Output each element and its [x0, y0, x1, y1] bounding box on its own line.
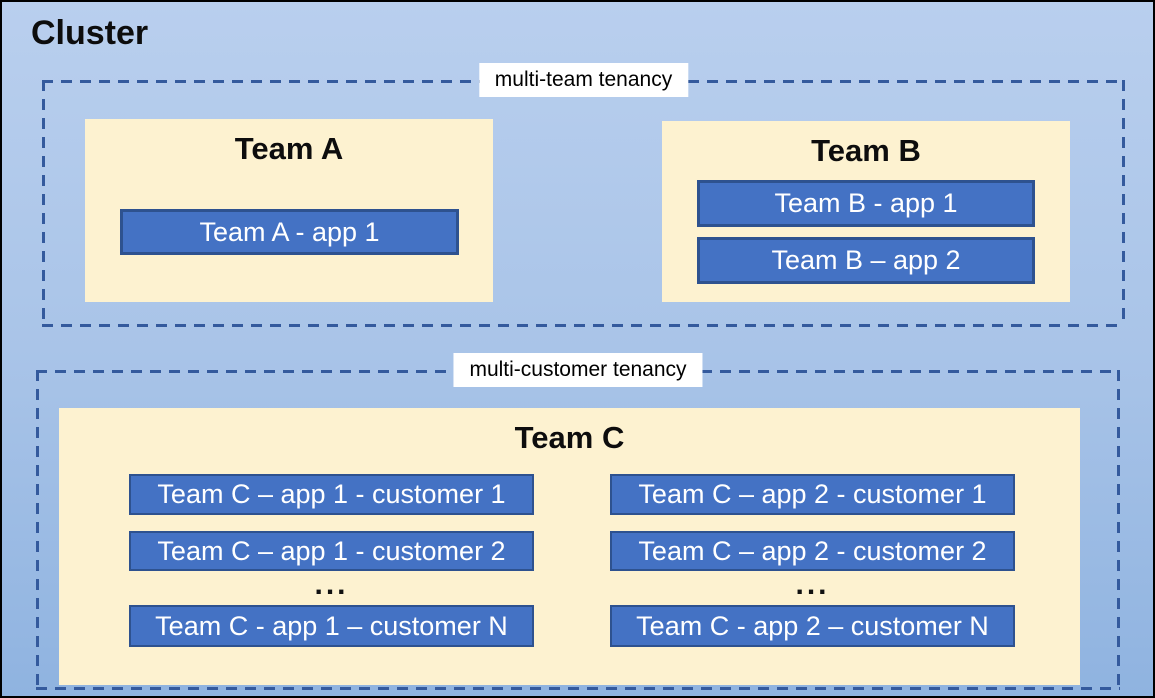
team-c-app1-customer1-box: Team C – app 1 - customer 1: [129, 474, 534, 515]
multi-team-tenancy-zone: multi-team tenancy Team A Team A - app 1…: [42, 63, 1125, 327]
multi-customer-tenancy-zone: multi-customer tenancy Team C Team C – a…: [36, 353, 1120, 690]
team-a-title: Team A: [234, 131, 344, 166]
team-a-app-1-box: Team A - app 1: [120, 209, 459, 255]
team-c-app2-column: Team C – app 2 - customer 1 Team C – app…: [610, 474, 1015, 649]
team-c-app1-ellipsis: ...: [314, 568, 349, 601]
team-b-panel: Team B Team B - app 1 Team B – app 2: [662, 121, 1070, 302]
multi-team-tenancy-label: multi-team tenancy: [478, 63, 689, 97]
team-c-app2-ellipsis: ...: [795, 568, 830, 601]
team-c-app1-customer2-box: Team C – app 1 - customer 2: [129, 531, 534, 571]
team-c-app2-customer1-box: Team C – app 2 - customer 1: [610, 474, 1015, 515]
team-c-app1-column: Team C – app 1 - customer 1 Team C – app…: [129, 474, 534, 649]
team-b-app-2-box: Team B – app 2: [697, 237, 1035, 284]
team-a-panel: Team A Team A - app 1: [85, 119, 493, 302]
cluster-title: Cluster: [31, 14, 149, 52]
team-b-title: Team B: [811, 133, 921, 168]
team-b-app-1-box: Team B - app 1: [697, 180, 1035, 227]
team-c-title: Team C: [514, 420, 625, 455]
team-c-panel: Team C Team C – app 1 - customer 1 Team …: [59, 408, 1080, 685]
team-c-app1-customerN-box: Team C - app 1 – customer N: [129, 605, 534, 647]
team-c-app2-customerN-box: Team C - app 2 – customer N: [610, 605, 1015, 647]
multi-customer-tenancy-label: multi-customer tenancy: [453, 353, 703, 387]
team-c-app2-customer2-box: Team C – app 2 - customer 2: [610, 531, 1015, 571]
